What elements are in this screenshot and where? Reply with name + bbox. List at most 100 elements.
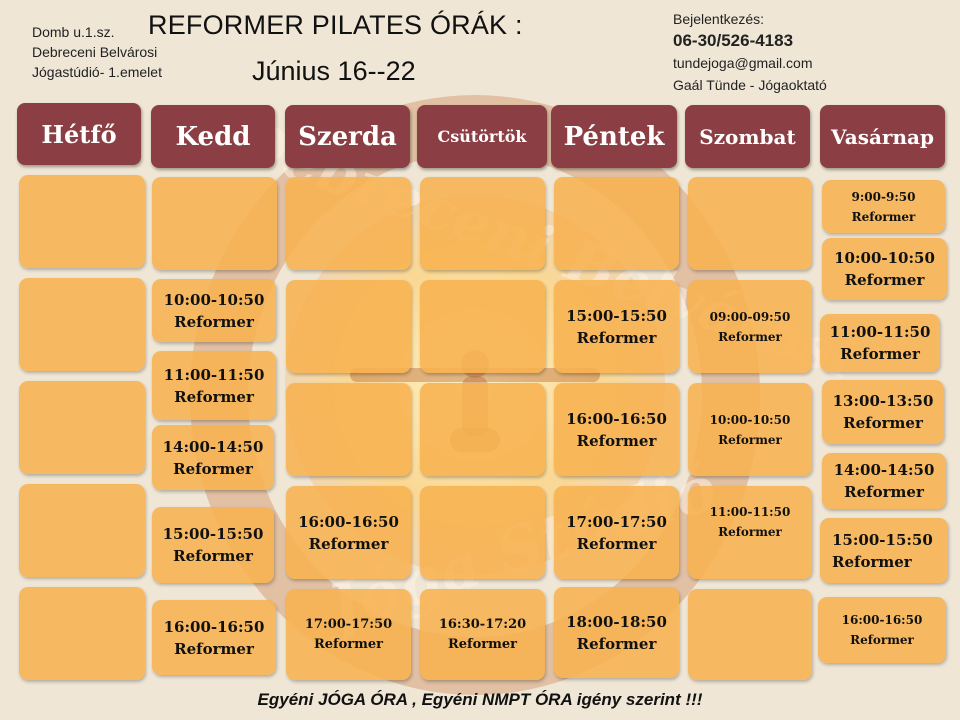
slot-class: Reformer — [844, 483, 924, 501]
empty-slot — [286, 383, 411, 476]
slot-time: 10:00-10:50 — [163, 290, 265, 309]
contact-name: Gaál Tünde - Jógaoktató — [673, 77, 827, 93]
slot-time: 15:00-15:50 — [566, 306, 667, 325]
slot-class: Reformer — [308, 534, 389, 553]
slot-time: 11:00-11:50 — [829, 323, 931, 341]
class-slot: 15:00-15:50 Reformer — [554, 280, 679, 373]
address-line: Domb u.1.sz. — [32, 24, 115, 40]
slot-class: Reformer — [718, 432, 782, 447]
contact-label: Bejelentkezés: — [673, 11, 765, 27]
class-slot: 17:00-17:50 Reformer — [554, 486, 679, 579]
class-slot: 10:00-10:50 Reformer — [152, 279, 276, 342]
day-header-pentek: Péntek — [551, 105, 677, 168]
slot-class: Reformer — [173, 547, 253, 565]
slot-class: Reformer — [851, 209, 916, 224]
day-header-vasarnap: Vasárnap — [820, 105, 945, 168]
slot-class: Reformer — [447, 636, 518, 652]
empty-slot — [19, 381, 145, 474]
slot-class: Reformer — [840, 345, 920, 363]
page-subtitle: Június 16--22 — [252, 56, 416, 86]
slot-time: 17:00-17:50 — [566, 512, 667, 531]
address-block: Domb u.1.sz. Debreceni Belvárosi Jógastú… — [32, 22, 162, 82]
class-slot: 11:00-11:50 Reformer — [152, 351, 276, 420]
footer-note: Egyéni JÓGA ÓRA , Egyéni NMPT ÓRA igény … — [257, 690, 703, 709]
class-slot: 13:00-13:50 Reformer — [822, 380, 944, 444]
slot-time: 18:00-18:50 — [566, 612, 667, 631]
empty-slot — [152, 177, 277, 270]
slot-time: 13:00-13:50 — [832, 392, 934, 410]
empty-slot — [19, 278, 145, 371]
contact-block: Bejelentkezés: 06-30/526-4183 tundejoga@… — [673, 8, 827, 96]
empty-slot — [420, 383, 545, 476]
slot-time: 10:00-10:50 — [834, 249, 935, 267]
class-slot: 9:00-9:50 Reformer — [822, 180, 945, 233]
address-line: Debreceni Belvárosi — [32, 44, 158, 60]
address-line: Jógastúdió- 1.emelet — [32, 64, 162, 80]
empty-slot — [19, 175, 145, 268]
slot-time: 11:00-11:50 — [163, 365, 265, 384]
class-slot: 18:00-18:50 Reformer — [554, 587, 679, 678]
day-header-szombat: Szombat — [685, 105, 810, 168]
empty-slot — [286, 177, 411, 270]
slot-class: Reformer — [174, 312, 254, 331]
contact-email: tundejoga@gmail.com — [673, 55, 813, 71]
empty-slot — [286, 280, 411, 373]
class-slot: 16:00-16:50 Reformer — [554, 383, 679, 476]
day-header-csutortok: Csütörtök — [417, 105, 547, 168]
slot-time: 15:00-15:50 — [162, 525, 264, 543]
class-slot: 14:00-14:50 Reformer — [152, 425, 274, 490]
slot-class: Reformer — [576, 534, 657, 553]
class-slot: 09:00-09:50 Reformer — [688, 280, 812, 373]
slot-class: Reformer — [313, 636, 384, 652]
slot-class: Reformer — [174, 639, 254, 658]
slot-time: 16:00-16:50 — [298, 512, 399, 531]
contact-phone: 06-30/526-4183 — [673, 31, 794, 50]
slot-class: Reformer — [718, 329, 782, 344]
slot-time: 16:00-16:50 — [841, 613, 923, 627]
day-header-hetfo: Hétfő — [17, 103, 141, 165]
empty-slot — [420, 177, 545, 270]
slot-time: 09:00-09:50 — [709, 309, 791, 324]
slot-time: 16:00-16:50 — [163, 617, 265, 636]
class-slot: 16:30-17:20 Reformer — [420, 589, 545, 680]
slot-class: Reformer — [850, 633, 914, 647]
page-title: REFORMER PILATES ÓRÁK : — [148, 10, 523, 40]
class-slot: 10:00-10:50 Reformer — [688, 383, 812, 476]
slot-class: Reformer — [173, 459, 253, 478]
class-slot: 15:00-15:50 Reformer — [820, 518, 948, 583]
slot-time: 9:00-9:50 — [851, 189, 916, 204]
slot-class: Reformer — [844, 271, 925, 289]
empty-slot — [688, 177, 812, 270]
slot-time: 15:00-15:50 — [832, 530, 933, 549]
class-slot: 16:00-16:50 Reformer — [152, 600, 276, 675]
class-slot: 10:00-10:50 Reformer — [822, 238, 947, 300]
class-slot: 14:00-14:50 Reformer — [822, 453, 946, 509]
day-header-szerda: Szerda — [285, 105, 410, 168]
slot-class: Reformer — [576, 328, 657, 347]
slot-class: Reformer — [576, 431, 657, 450]
slot-class: Reformer — [832, 552, 912, 571]
empty-slot — [420, 486, 545, 579]
class-slot: 16:00-16:50 Reformer — [818, 597, 946, 663]
slot-time: 17:00-17:50 — [304, 616, 393, 632]
slot-class: Reformer — [718, 525, 782, 539]
empty-slot — [554, 177, 679, 270]
class-slot: 16:00-16:50 Reformer — [286, 486, 411, 579]
slot-class: Reformer — [576, 634, 657, 653]
slot-class: Reformer — [843, 414, 923, 432]
empty-slot — [420, 280, 545, 373]
slot-time: 14:00-14:50 — [162, 437, 264, 456]
slot-time: 11:00-11:50 — [709, 505, 791, 519]
empty-slot — [19, 484, 145, 577]
empty-slot — [688, 589, 812, 680]
empty-slot — [19, 587, 145, 680]
slot-time: 16:30-17:20 — [438, 616, 527, 632]
day-header-kedd: Kedd — [151, 105, 275, 168]
slot-class: Reformer — [174, 387, 254, 406]
slot-time: 10:00-10:50 — [709, 412, 791, 427]
class-slot: 17:00-17:50 Reformer — [286, 589, 411, 680]
slot-time: 16:00-16:50 — [566, 409, 667, 428]
class-slot: 15:00-15:50 Reformer — [152, 507, 274, 583]
class-slot: 11:00-11:50 Reformer — [820, 314, 940, 372]
slot-time: 14:00-14:50 — [833, 461, 935, 479]
